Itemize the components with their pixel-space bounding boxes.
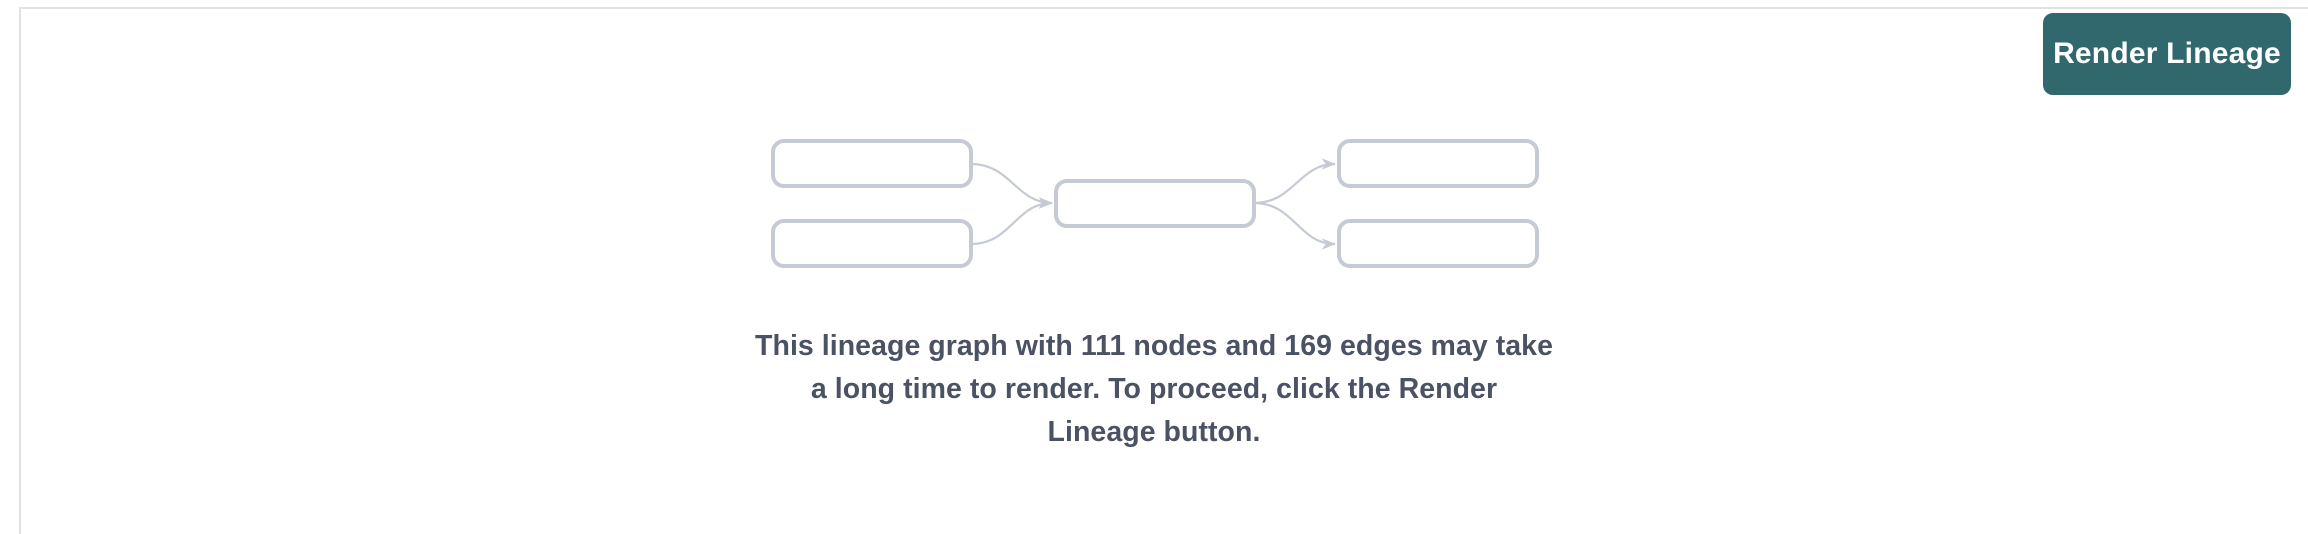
lineage-edge-source2-center xyxy=(970,197,1053,246)
lineage-node-group xyxy=(771,139,1539,268)
lineage-node-target-1 xyxy=(1337,139,1539,188)
panel-left-divider xyxy=(19,7,21,534)
lineage-node-target-2 xyxy=(1337,219,1539,268)
panel-top-divider xyxy=(19,7,2308,9)
lineage-graph-illustration xyxy=(771,139,1539,268)
lineage-node-source-2 xyxy=(771,219,973,268)
lineage-edge-group xyxy=(970,158,1336,250)
lineage-node-center xyxy=(1054,179,1256,228)
lineage-warning-message: This lineage graph with 111 nodes and 16… xyxy=(755,330,1553,448)
lineage-edge-source1-center xyxy=(970,162,1053,209)
render-lineage-button[interactable]: Render Lineage xyxy=(2043,13,2291,95)
lineage-node-source-1 xyxy=(771,139,973,188)
lineage-edge-center-target1 xyxy=(1253,158,1336,205)
lineage-edge-center-target2 xyxy=(1253,201,1336,250)
